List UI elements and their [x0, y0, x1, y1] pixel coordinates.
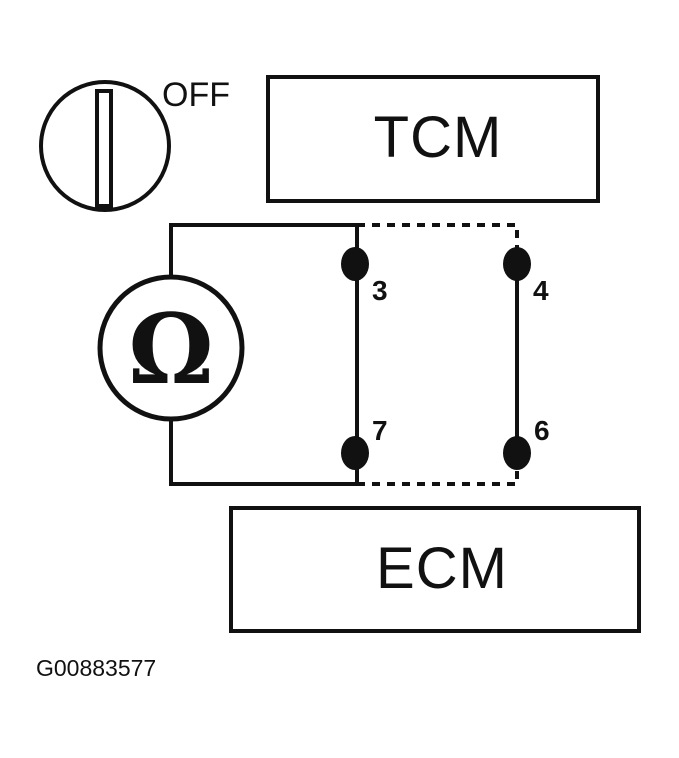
ecm-box — [229, 506, 641, 633]
terminal-pin-3 — [341, 247, 369, 281]
switch-state-label: OFF — [162, 76, 230, 114]
terminal-pin-4 — [503, 247, 531, 281]
meter-lead-top — [169, 223, 357, 277]
pin-label-6: 6 — [534, 415, 550, 446]
meter-lead-bottom — [169, 420, 357, 486]
connector-outline-top — [357, 223, 519, 264]
connector-outline-bottom — [357, 455, 519, 486]
tcm-box — [266, 75, 600, 203]
pin-label-7: 7 — [372, 415, 388, 446]
pin-label-4: 4 — [533, 275, 549, 306]
terminal-pin-6 — [503, 436, 531, 470]
ecm-label: ECM — [376, 536, 508, 601]
ohmmeter-icon — [97, 274, 245, 422]
ohm-symbol: Ω — [128, 293, 213, 406]
figure-reference: G00883577 — [36, 655, 156, 681]
tcm-label: TCM — [374, 105, 503, 170]
terminal-pin-7 — [341, 436, 369, 470]
pin-label-3: 3 — [372, 275, 388, 306]
ignition-key-switch-icon — [39, 80, 171, 212]
